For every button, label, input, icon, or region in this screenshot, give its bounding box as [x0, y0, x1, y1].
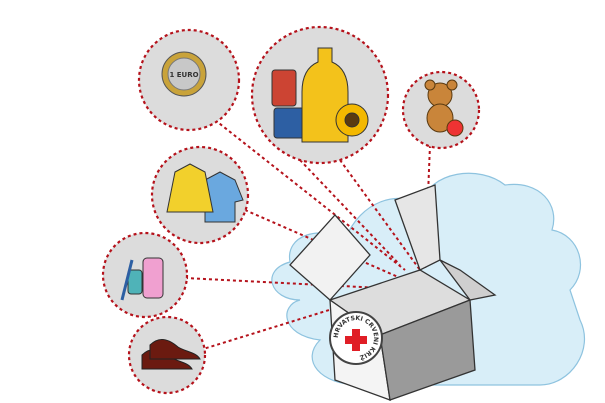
teddy-bear-icon — [424, 79, 464, 137]
sunflower-icon — [335, 103, 369, 137]
donation-box — [289, 184, 497, 401]
coin-text: 1 EURO — [169, 71, 198, 79]
coin-icon: 1 EURO — [161, 51, 207, 97]
food-icons — [271, 47, 369, 143]
toiletries-icon — [120, 257, 164, 301]
clothes-icon — [166, 163, 244, 223]
shoes-icon — [141, 338, 201, 370]
